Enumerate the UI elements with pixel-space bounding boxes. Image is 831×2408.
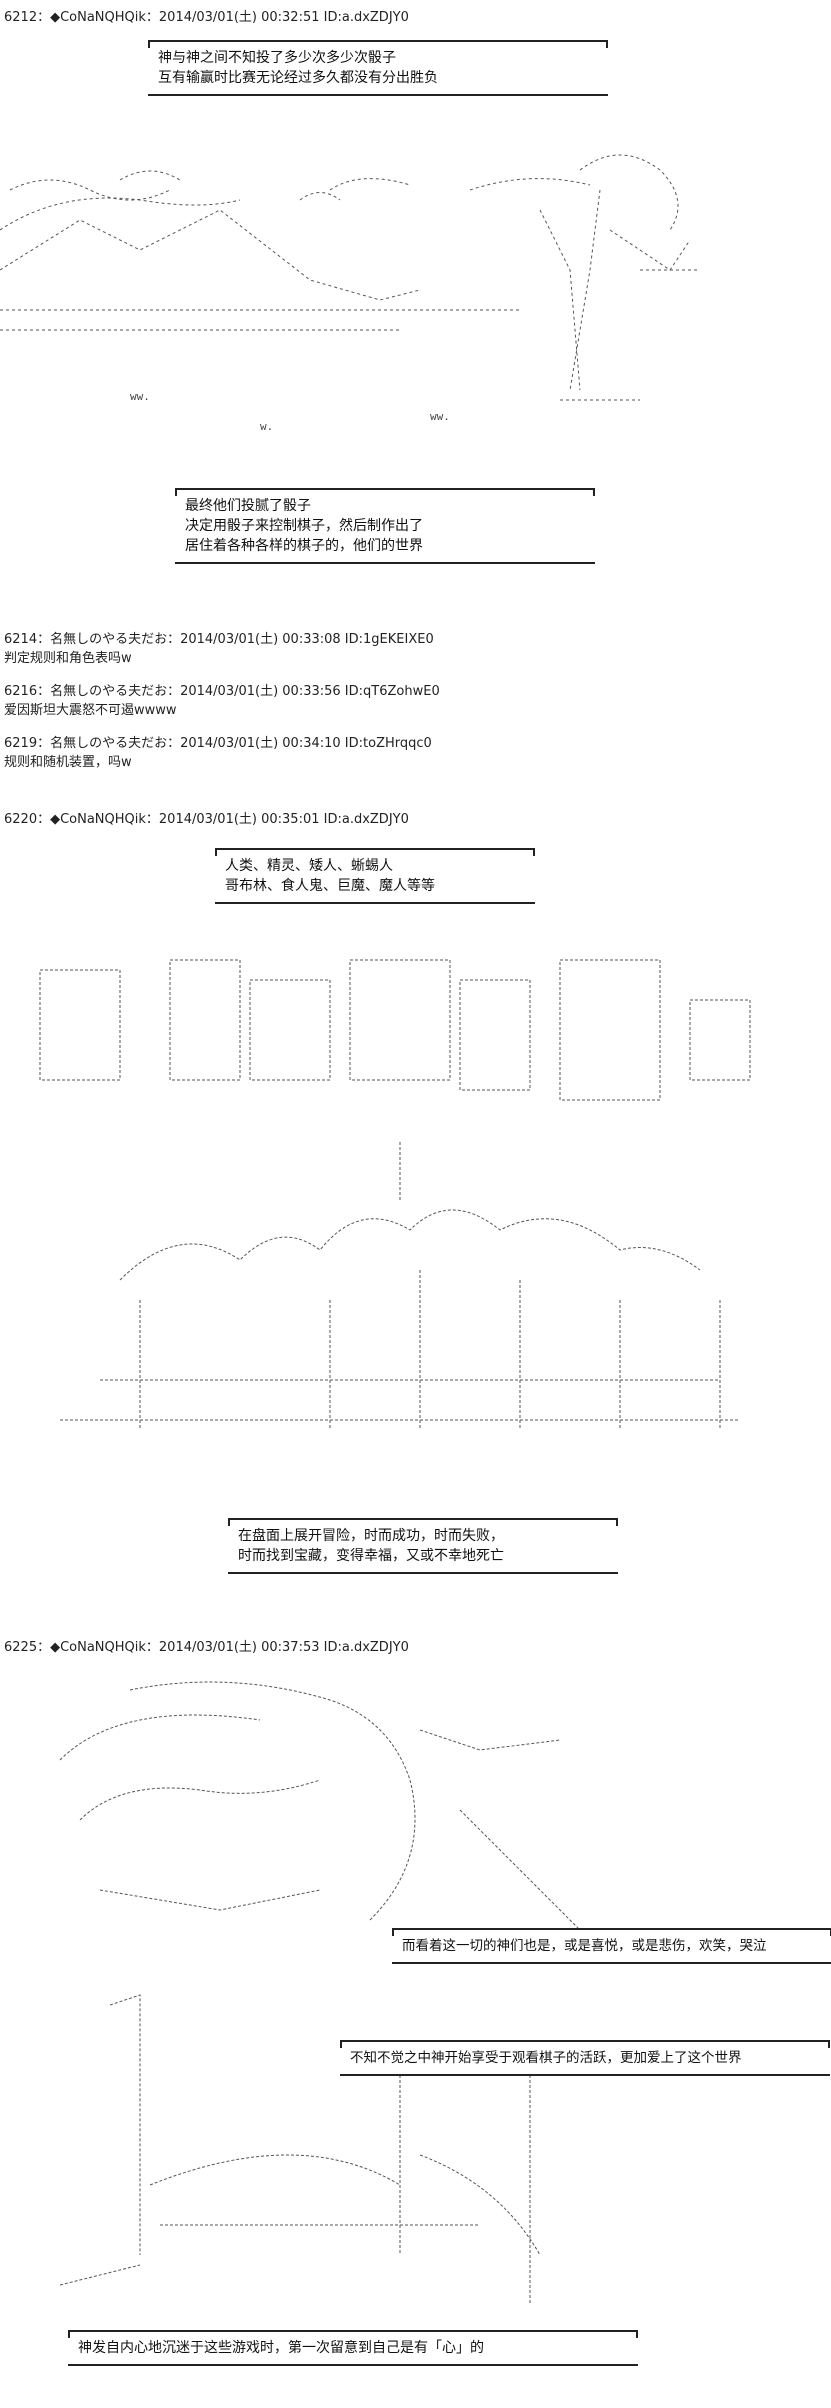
caption-races: 人类、精灵、矮人、蜥蜴人 哥布林、食人鬼、巨魔、魔人等等 [215,848,535,904]
caption-line: 而看着这一切的神们也是，或是喜悦，或是悲伤，欢笑，哭泣 [402,1938,767,1954]
caption-line: 神与神之间不知投了多少次多少次骰子 [158,50,396,66]
svg-text:ww.: ww. [430,410,450,423]
characters-ascii-art [39,959,751,1430]
caption-enjoy-watching: 不知不觉之中神开始享受于观看棋子的活跃，更加爱上了这个世界 [340,2040,830,2076]
caption-heart-discovered: 神发自内心地沉迷于这些游戏时，第一次留意到自己是有「心」的 [68,2330,638,2366]
post-header-6220: 6220：◆CoNaNQHQik：2014/03/01(土) 00:35:01 … [4,812,409,827]
caption-line: 人类、精灵、矮人、蜥蜴人 [225,858,393,874]
post-header-6216: 6216：名無しのやる夫だお：2014/03/01(土) 00:33:56 ID… [4,684,440,699]
gods-ascii-art [59,1681,581,1931]
svg-text:ww.: ww. [130,390,150,403]
post-body-6219: 规则和随机装置，吗w [4,755,132,770]
caption-tired-of-dice: 最终他们投腻了骰子 决定用骰子来控制棋子，然后制作出了 居住着各种各样的棋子的，… [175,488,595,564]
caption-line: 最终他们投腻了骰子 [185,498,311,514]
caption-line: 居住着各种各样的棋子的，他们的世界 [185,538,423,554]
post-header-6212: 6212：◆CoNaNQHQik：2014/03/01(土) 00:32:51 … [4,10,409,25]
caption-line: 不知不觉之中神开始享受于观看棋子的活跃，更加爱上了这个世界 [350,2050,742,2066]
post-body-6214: 判定规则和角色表吗w [4,651,132,666]
post-header-6219: 6219：名無しのやる夫だお：2014/03/01(土) 00:34:10 ID… [4,736,432,751]
caption-line: 互有输赢时比赛无论经过多久都没有分出胜负 [158,70,438,86]
caption-dice-between-gods: 神与神之间不知投了多少次多少次骰子 互有输赢时比赛无论经过多久都没有分出胜负 [148,40,608,96]
post-header-6225: 6225：◆CoNaNQHQik：2014/03/01(土) 00:37:53 … [4,1640,409,1655]
caption-line: 时而找到宝藏，变得幸福，又或不幸地死亡 [238,1548,504,1564]
landscape-ascii-art: ww. w. ww. [0,154,700,433]
gods-feast-ascii-art [59,1994,541,2305]
caption-line: 在盘面上展开冒险，时而成功，时而失败， [238,1528,504,1544]
caption-line: 哥布林、食人鬼、巨魔、魔人等等 [225,878,435,894]
caption-line: 神发自内心地沉迷于这些游戏时，第一次留意到自己是有「心」的 [78,2340,484,2356]
svg-text:w.: w. [260,420,273,433]
caption-gods-watching: 而看着这一切的神们也是，或是喜悦，或是悲伤，欢笑，哭泣 [392,1928,831,1964]
caption-adventure: 在盘面上展开冒险，时而成功，时而失败， 时而找到宝藏，变得幸福，又或不幸地死亡 [228,1518,618,1574]
post-body-6216: 爱因斯坦大震怒不可遏wwww [4,703,177,718]
post-header-6214: 6214：名無しのやる夫だお：2014/03/01(土) 00:33:08 ID… [4,632,434,647]
caption-line: 决定用骰子来控制棋子，然后制作出了 [185,518,423,534]
